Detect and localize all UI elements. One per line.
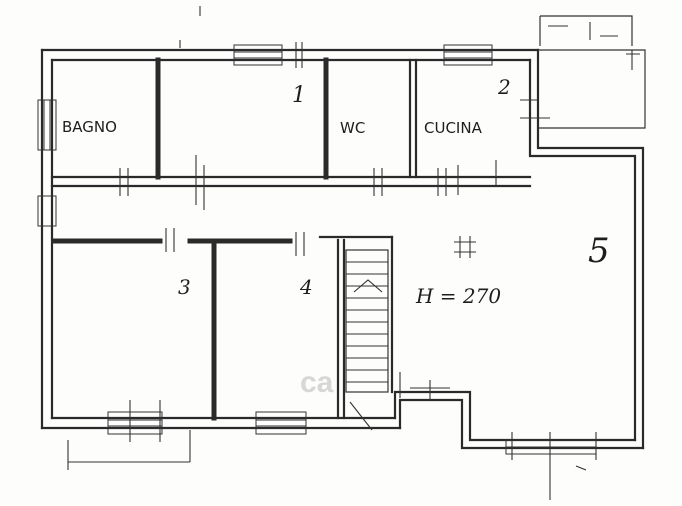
room-number-3: 3 (178, 275, 191, 299)
room-number-4: 4 (299, 275, 313, 299)
room-number-1: 1 (292, 83, 306, 108)
room-number-2: 2 (497, 75, 511, 99)
watermark-text: ca (300, 366, 334, 399)
room-label-bagno: BAGNO (62, 118, 117, 136)
window-markers (37, 6, 640, 500)
ceiling-height-note: H = 270 (415, 284, 501, 308)
interior-walls (50, 57, 532, 421)
staircase (345, 249, 389, 431)
room-number-5: 5 (588, 231, 610, 271)
room-label-cucina: CUCINA (424, 119, 483, 137)
center-symbol (454, 236, 476, 258)
room-label-wc: WC (340, 119, 365, 137)
